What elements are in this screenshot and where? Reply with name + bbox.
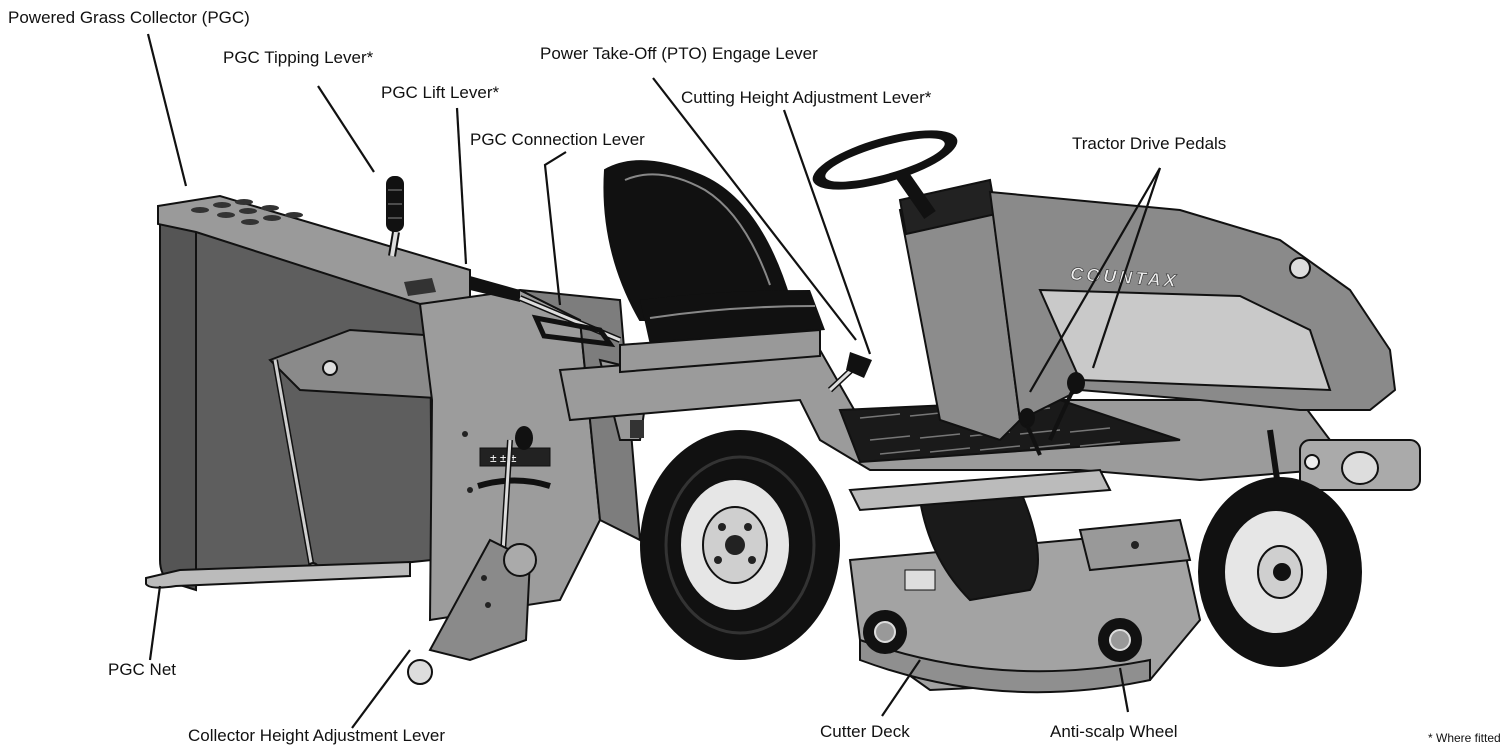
cutter-deck xyxy=(848,468,1202,694)
pgc-net xyxy=(159,216,202,592)
label-pgc-net: PGC Net xyxy=(108,660,177,679)
label-anti-scalp-wheel: Anti-scalp Wheel xyxy=(1050,722,1178,741)
leader-lines xyxy=(146,33,1162,729)
label-powered-grass-collector: Powered Grass Collector (PGC) xyxy=(8,8,250,27)
label-pgc-tipping-lever: PGC Tipping Lever* xyxy=(223,48,374,67)
label-pgc-lift-lever: PGC Lift Lever* xyxy=(381,83,500,102)
seat xyxy=(603,160,792,321)
label-pto-engage-lever: Power Take-Off (PTO) Engage Lever xyxy=(540,44,818,63)
tractor-body: COUNTAX xyxy=(558,130,1421,501)
svg-text:± ± ±: ± ± ± xyxy=(490,451,517,465)
label-cutter-deck: Cutter Deck xyxy=(820,722,910,741)
label-tractor-drive-pedals: Tractor Drive Pedals xyxy=(1072,134,1227,153)
label-collector-height-lever: Collector Height Adjustment Lever xyxy=(188,726,446,745)
grass-collector: ± ± ± xyxy=(145,176,652,685)
front-wheel xyxy=(1198,477,1362,667)
label-pgc-connection-lever: PGC Connection Lever xyxy=(470,130,645,149)
footnote: * Where fitted xyxy=(1428,731,1500,745)
rear-wheel xyxy=(640,430,840,660)
label-cutting-height-lever: Cutting Height Adjustment Lever* xyxy=(681,88,932,107)
